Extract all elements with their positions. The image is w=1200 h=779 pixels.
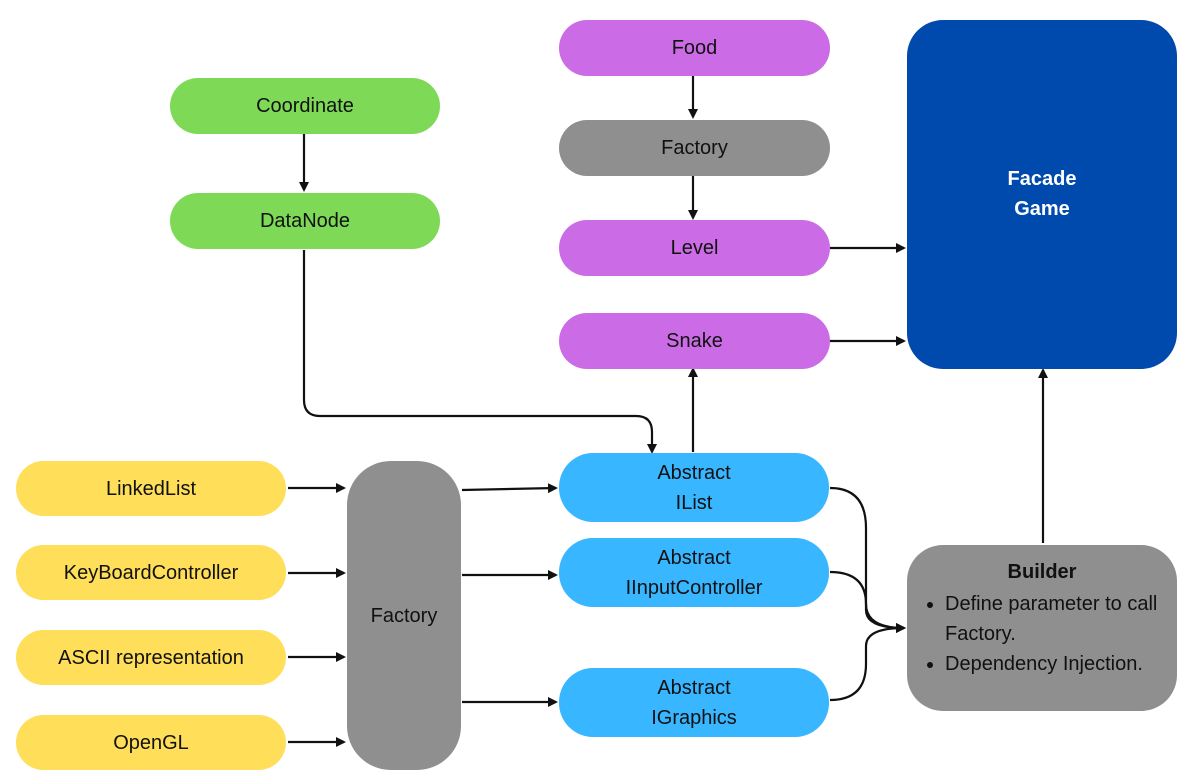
ilist-label: IList xyxy=(675,491,713,514)
builder-bullet-item: Define parameter to call Factory. xyxy=(945,589,1163,649)
builder-bullet-item: Dependency Injection. xyxy=(945,649,1163,679)
ascii-representation-node[interactable]: ASCII representation xyxy=(16,630,286,685)
edge-datanode-to-ilist xyxy=(302,250,657,454)
abstract-iinputcontroller-node[interactable]: Abstract IInputController xyxy=(559,538,829,607)
game-label: Game xyxy=(1014,198,1070,220)
snake-label: Snake xyxy=(666,330,723,352)
linkedlist-node[interactable]: LinkedList xyxy=(16,461,286,516)
factory-mid-node[interactable]: Factory xyxy=(347,461,461,770)
keyboardcontroller-label: KeyBoardController xyxy=(63,561,239,584)
builder-bullet-list: Define parameter to call Factory. Depend… xyxy=(921,589,1163,679)
iinput-abstract-label: Abstract xyxy=(657,546,731,569)
facade-game-node[interactable]: Facade Game xyxy=(907,20,1177,369)
edge-igraphics-to-builder xyxy=(829,623,906,702)
builder-node[interactable]: Builder Define parameter to call Factory… xyxy=(907,545,1177,711)
edge-factory-to-ilist xyxy=(461,483,558,494)
ascii-representation-label: ASCII representation xyxy=(58,646,244,669)
food-node[interactable]: Food xyxy=(559,20,830,76)
igraphics-label: IGraphics xyxy=(651,706,737,729)
food-label: Food xyxy=(671,37,718,59)
factory-top-node[interactable]: Factory xyxy=(559,120,830,176)
snake-node[interactable]: Snake xyxy=(559,313,830,369)
coordinate-label: Coordinate xyxy=(256,95,354,117)
keyboardcontroller-node[interactable]: KeyBoardController xyxy=(16,545,286,600)
factory-top-label: Factory xyxy=(661,137,728,159)
abstract-igraphics-node[interactable]: Abstract IGraphics xyxy=(559,668,829,737)
linkedlist-label: LinkedList xyxy=(105,477,197,500)
edge-iinput-to-builder xyxy=(829,570,906,633)
ilist-abstract-label: Abstract xyxy=(657,461,731,484)
datanode-node[interactable]: DataNode xyxy=(170,193,440,249)
igraphics-abstract-label: Abstract xyxy=(657,676,731,699)
builder-title: Builder xyxy=(1007,561,1077,583)
opengl-label: OpenGL xyxy=(113,731,189,754)
level-label: Level xyxy=(670,237,719,259)
iinputcontroller-label: IInputController xyxy=(625,576,763,599)
facade-label: Facade xyxy=(1007,168,1077,190)
level-node[interactable]: Level xyxy=(559,220,830,276)
abstract-ilist-node[interactable]: Abstract IList xyxy=(559,453,829,522)
opengl-node[interactable]: OpenGL xyxy=(16,715,286,770)
datanode-label: DataNode xyxy=(259,210,351,232)
coordinate-node[interactable]: Coordinate xyxy=(170,78,440,134)
factory-mid-label: Factory xyxy=(370,604,438,627)
